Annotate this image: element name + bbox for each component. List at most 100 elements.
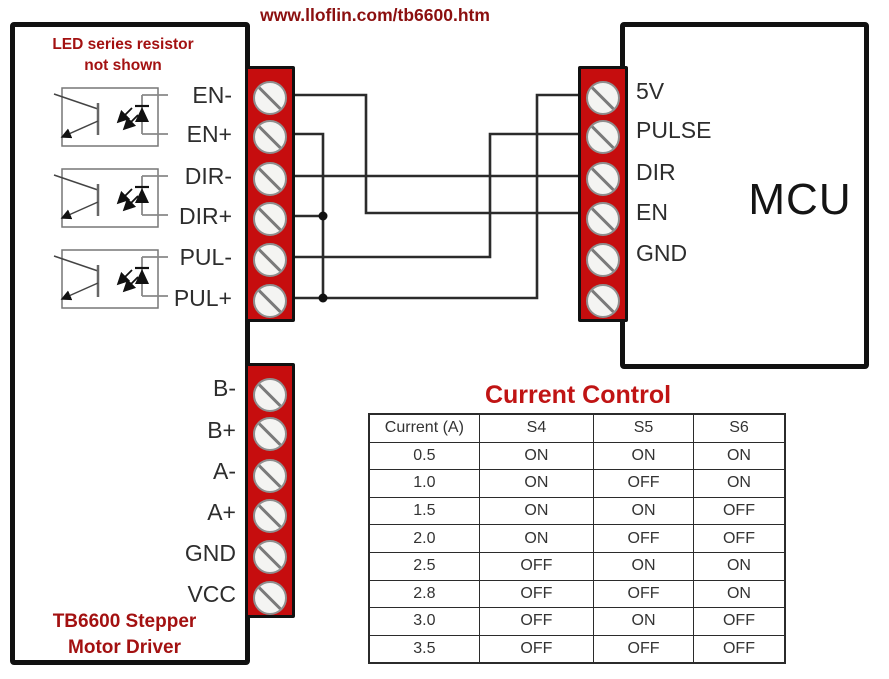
table-cell: OFF bbox=[692, 496, 786, 526]
table-cell: OFF bbox=[593, 469, 694, 498]
driver-power-pin-label: A+ bbox=[207, 499, 236, 525]
table-cell: ON bbox=[593, 551, 694, 581]
table-header-cell: S4 bbox=[478, 413, 595, 443]
table-cell: ON bbox=[692, 551, 786, 581]
screw-terminal-icon bbox=[586, 81, 620, 115]
led-resistor-note: LED series resistor not shown bbox=[28, 34, 218, 76]
table-cell: OFF bbox=[692, 607, 786, 636]
table-cell: 3.5 bbox=[368, 634, 480, 664]
table-cell: ON bbox=[593, 441, 694, 471]
table-cell: OFF bbox=[478, 607, 595, 636]
wire-junction-dot bbox=[318, 293, 328, 303]
wire-en-minus-to-en bbox=[290, 93, 582, 215]
table-cell: ON bbox=[692, 441, 786, 471]
driver-power-pin-label: A- bbox=[213, 458, 236, 484]
driver-power-terminal-block bbox=[245, 363, 295, 618]
table-cell: OFF bbox=[692, 524, 786, 553]
table-cell: 2.5 bbox=[368, 551, 480, 581]
screw-terminal-icon bbox=[253, 459, 287, 493]
caption-line-2: Motor Driver bbox=[68, 637, 181, 658]
screw-terminal-icon bbox=[253, 417, 287, 451]
note-line-2: not shown bbox=[84, 57, 162, 74]
driver-signal-pin-label: DIR+ bbox=[178, 203, 232, 229]
table-cell: ON bbox=[478, 496, 595, 526]
table-cell: OFF bbox=[593, 524, 694, 553]
table-cell: OFF bbox=[692, 634, 786, 664]
table-cell: OFF bbox=[478, 579, 595, 609]
mcu-label: MCU bbox=[748, 175, 852, 224]
screw-terminal-icon bbox=[586, 202, 620, 236]
driver-power-pin-label: VCC bbox=[187, 581, 236, 607]
driver-caption: TB6600 Stepper Motor Driver bbox=[22, 609, 227, 661]
table-cell: 2.0 bbox=[368, 524, 480, 553]
mcu-terminal-block bbox=[578, 66, 628, 322]
screw-terminal-icon bbox=[253, 162, 287, 196]
table-cell: ON bbox=[478, 524, 595, 553]
screw-terminal-icon bbox=[253, 284, 287, 318]
current-control-title: Current Control bbox=[484, 381, 672, 409]
tb6600-driver-box bbox=[10, 22, 250, 665]
screw-terminal-icon bbox=[253, 120, 287, 154]
wire-junction-dot bbox=[318, 211, 328, 221]
mcu-pin-label: 5V bbox=[636, 78, 665, 104]
table-cell: ON bbox=[478, 469, 595, 498]
driver-signal-pin-label: DIR- bbox=[184, 163, 232, 189]
screw-terminal-icon bbox=[586, 284, 620, 318]
caption-line-1: TB6600 Stepper bbox=[52, 611, 197, 632]
driver-power-pin-label: B+ bbox=[207, 417, 236, 443]
table-cell: OFF bbox=[478, 551, 595, 581]
screw-terminal-icon bbox=[253, 243, 287, 277]
driver-signal-pin-label: PUL+ bbox=[173, 285, 232, 311]
screw-terminal-icon bbox=[253, 378, 287, 412]
table-cell: 2.8 bbox=[368, 579, 480, 609]
table-header-cell: S6 bbox=[692, 413, 786, 443]
driver-power-pin-label: B- bbox=[213, 375, 236, 401]
table-cell: 3.0 bbox=[368, 607, 480, 636]
mcu-pin-label: EN bbox=[636, 199, 668, 225]
table-header-cell: S5 bbox=[593, 413, 694, 443]
screw-terminal-icon bbox=[253, 581, 287, 615]
driver-signal-pin-label: EN- bbox=[192, 82, 232, 108]
wire-en-plus-common bbox=[290, 132, 325, 298]
page-title-url: www.lloflin.com/tb6600.htm bbox=[260, 5, 490, 25]
table-cell: 1.5 bbox=[368, 496, 480, 526]
table-cell: OFF bbox=[478, 634, 595, 664]
driver-power-pin-label: GND bbox=[184, 540, 236, 566]
mcu-pin-label: GND bbox=[636, 240, 688, 266]
table-cell: ON bbox=[593, 607, 694, 636]
table-cell: 1.0 bbox=[368, 469, 480, 498]
table-cell: OFF bbox=[593, 634, 694, 664]
screw-terminal-icon bbox=[253, 81, 287, 115]
table-cell: OFF bbox=[593, 579, 694, 609]
table-header-cell: Current (A) bbox=[368, 413, 480, 443]
screw-terminal-icon bbox=[253, 540, 287, 574]
table-cell: ON bbox=[692, 469, 786, 498]
table-cell: ON bbox=[692, 579, 786, 609]
screw-terminal-icon bbox=[253, 499, 287, 533]
table-cell: 0.5 bbox=[368, 441, 480, 471]
driver-signal-pin-label: EN+ bbox=[186, 121, 232, 147]
driver-signal-terminal-block bbox=[245, 66, 295, 322]
driver-signal-pin-label: PUL- bbox=[179, 244, 232, 270]
table-cell: ON bbox=[593, 496, 694, 526]
screw-terminal-icon bbox=[586, 162, 620, 196]
screw-terminal-icon bbox=[586, 243, 620, 277]
table-cell: ON bbox=[478, 441, 595, 471]
screw-terminal-icon bbox=[586, 120, 620, 154]
mcu-pin-label: DIR bbox=[636, 159, 676, 185]
wire-pul-plus-to-5v bbox=[290, 93, 582, 300]
screw-terminal-icon bbox=[253, 202, 287, 236]
mcu-pin-label: PULSE bbox=[636, 117, 712, 143]
